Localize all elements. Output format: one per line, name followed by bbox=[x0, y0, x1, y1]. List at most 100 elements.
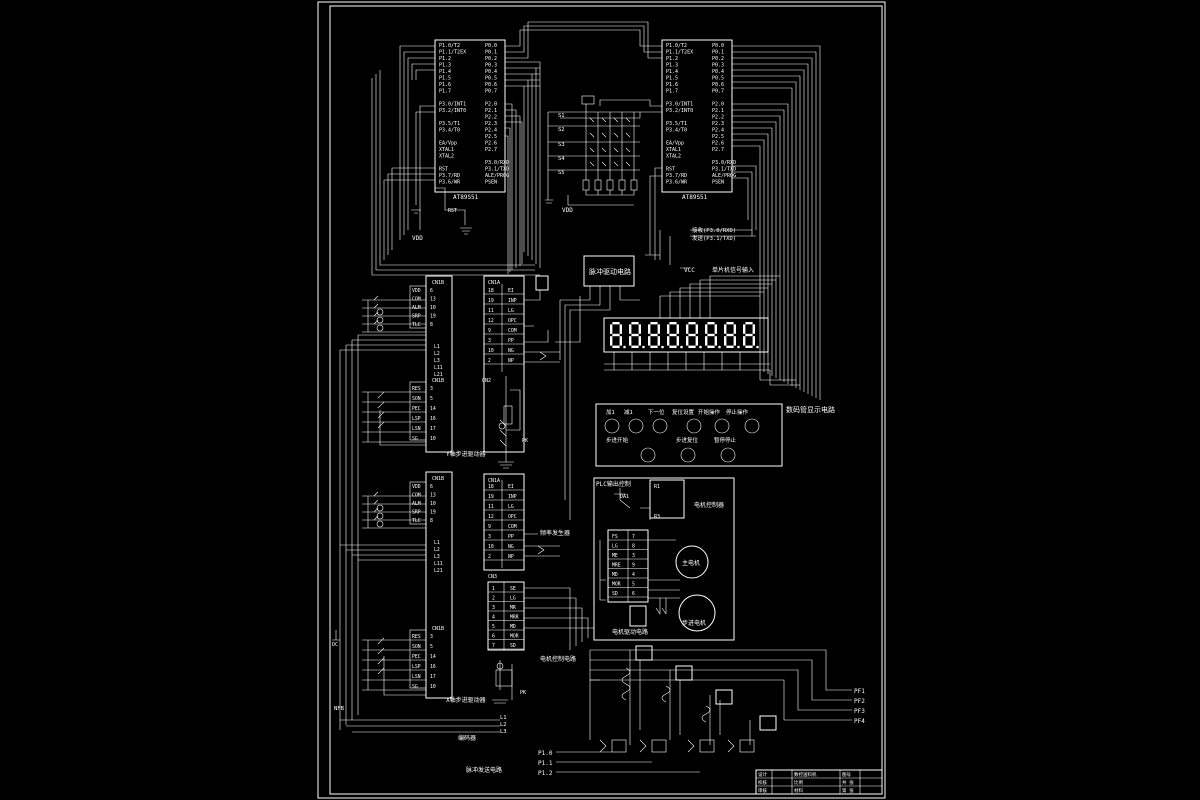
driver-pin-bottom: LSN bbox=[412, 426, 421, 432]
mcu2-pin-right: P0.4 bbox=[712, 69, 724, 75]
key-s3: S3 bbox=[558, 142, 565, 148]
mcu2-pin-right: P2.5 bbox=[712, 134, 724, 140]
digit-segment bbox=[726, 322, 734, 325]
digit-segment bbox=[688, 345, 696, 348]
mcu1-bus-lines bbox=[371, 21, 662, 276]
inverter-pin-num: 9 bbox=[632, 563, 635, 569]
key-s1: S1 bbox=[558, 113, 565, 119]
driver-pin-left: TLC bbox=[412, 322, 421, 328]
pulse-drive-label: 脉冲驱动电路 bbox=[589, 267, 631, 276]
mcu2-pin-right: P0.7 bbox=[712, 89, 724, 95]
digit-segment bbox=[707, 333, 715, 337]
driver-right-name: NP bbox=[508, 554, 514, 560]
cn3-pin-num: 3 bbox=[492, 605, 495, 611]
mcu1-gnd-label: RST bbox=[448, 208, 457, 214]
vdd-label-1: VDD bbox=[412, 235, 423, 242]
digit-segment bbox=[707, 345, 715, 348]
mcu1-pin-left: P1.1/T2EX bbox=[439, 50, 466, 56]
mcu1-pin-right: P2.7 bbox=[485, 147, 497, 153]
digit-segment bbox=[612, 322, 620, 325]
driver-pin-bottom-num: 3 bbox=[430, 386, 433, 392]
tb-material: 材料 bbox=[794, 787, 803, 794]
digit-segment bbox=[686, 336, 689, 346]
panel-label: 复位设置 bbox=[672, 408, 695, 416]
driver-pin-mid: L11 bbox=[434, 365, 443, 371]
driver-pin-left-num: 10 bbox=[430, 305, 436, 311]
digit-segment bbox=[724, 324, 727, 334]
mcu2-pin-left: P3.5/T1 bbox=[666, 121, 687, 127]
mcu2-pin-left: P1.0/T2 bbox=[666, 43, 687, 49]
cn3-pin-name: MR bbox=[510, 605, 516, 611]
driver-pin-bottom-num: 14 bbox=[430, 406, 436, 412]
driver-right-num: 2 bbox=[488, 554, 491, 560]
cn2-label: CN2 bbox=[482, 378, 491, 384]
digit-segment bbox=[726, 333, 734, 337]
digit-dot bbox=[699, 345, 702, 349]
mcu1-pin-right: P2.5 bbox=[485, 134, 497, 140]
digit-segment bbox=[733, 324, 736, 334]
driver-right-num: 10 bbox=[488, 544, 494, 550]
mcu1-pin-left: P3.2/INT0 bbox=[439, 108, 466, 114]
driver-pin-bottom: PEC bbox=[412, 406, 421, 412]
mcu2-pin-left: RST bbox=[666, 167, 675, 173]
panel-button bbox=[714, 418, 730, 434]
driver-pin-mid: L21 bbox=[434, 568, 443, 574]
driver-right-num: 2 bbox=[488, 358, 491, 364]
cn3-pin-name: SE bbox=[510, 586, 516, 592]
digit-segment bbox=[726, 345, 734, 348]
inverter-pin-name: ME bbox=[612, 553, 618, 559]
driver-right-name: OPC bbox=[508, 318, 517, 324]
driver-pin-left: VDD bbox=[412, 288, 421, 294]
mcu2-pin-left: P1.2 bbox=[666, 56, 678, 62]
driver-right-name: INP bbox=[508, 298, 517, 304]
driver-right-num: 10 bbox=[488, 348, 494, 354]
digit-segment bbox=[743, 336, 746, 346]
mcu2-pin-left: P3.6/WR bbox=[666, 180, 688, 186]
cn3-pin-name: LG bbox=[510, 596, 516, 602]
digit-segment bbox=[610, 324, 613, 334]
tb-check: 校核 bbox=[758, 779, 767, 786]
driver-pin-left: SRP bbox=[412, 314, 421, 320]
digit-segment bbox=[724, 336, 727, 346]
digit-dot bbox=[661, 345, 664, 349]
digit-segment bbox=[676, 324, 679, 334]
power-rails bbox=[332, 295, 500, 733]
pulse-output-logic bbox=[556, 645, 852, 773]
tb-review: 审核 bbox=[758, 787, 767, 794]
mcu1-pin-right: P2.2 bbox=[485, 115, 497, 121]
inverter-pin-num: 8 bbox=[632, 544, 635, 550]
digit-segment bbox=[610, 336, 613, 346]
mcu1-pin-right: P0.7 bbox=[485, 89, 497, 95]
mcu2-pin-right: P2.7 bbox=[712, 147, 724, 153]
driver-pin-bottom-num: 10 bbox=[430, 684, 436, 690]
mcu2-bus-lines bbox=[560, 45, 821, 400]
driver-x-cn1b: CN1B bbox=[432, 476, 444, 482]
digit-dot bbox=[756, 345, 759, 349]
mcu1-pin-left: P1.3 bbox=[439, 63, 451, 69]
driver-x-cn1b-2: CN1B bbox=[432, 626, 444, 632]
p-out-1: P1.1 bbox=[538, 760, 553, 767]
mcu2-pin-right: P0.6 bbox=[712, 82, 724, 88]
driver-pin-left: TLC bbox=[412, 518, 421, 524]
digit-segment bbox=[752, 324, 755, 334]
driver-pin-mid: L2 bbox=[434, 547, 440, 553]
digit-segment bbox=[733, 336, 736, 346]
driver-pin-bottom: SG bbox=[412, 684, 418, 690]
inverter-pin-name: MOR bbox=[612, 582, 621, 588]
digit-segment bbox=[650, 322, 658, 325]
mcu1-pin-left: P3.6/WR bbox=[439, 180, 461, 186]
seven-segment-display bbox=[603, 275, 800, 386]
driver-right-name: NG bbox=[508, 544, 514, 550]
plc-r3: R3 bbox=[654, 514, 660, 520]
inverter-pin-num: 3 bbox=[632, 553, 635, 559]
driver-y-cn1a: CN1A bbox=[488, 280, 500, 286]
driver-pin-bottom-num: 5 bbox=[430, 644, 433, 650]
digit-dot bbox=[623, 345, 626, 349]
tb-title: 数控送料机 bbox=[794, 771, 817, 778]
driver-right-name: EI bbox=[508, 288, 514, 294]
digit-dot bbox=[718, 345, 721, 349]
driver-right-name: NG bbox=[508, 348, 514, 354]
phase-l3: L3 bbox=[500, 729, 507, 735]
driver-right-name: PP bbox=[508, 338, 514, 344]
driver-pin-left-num: 6 bbox=[430, 288, 433, 294]
